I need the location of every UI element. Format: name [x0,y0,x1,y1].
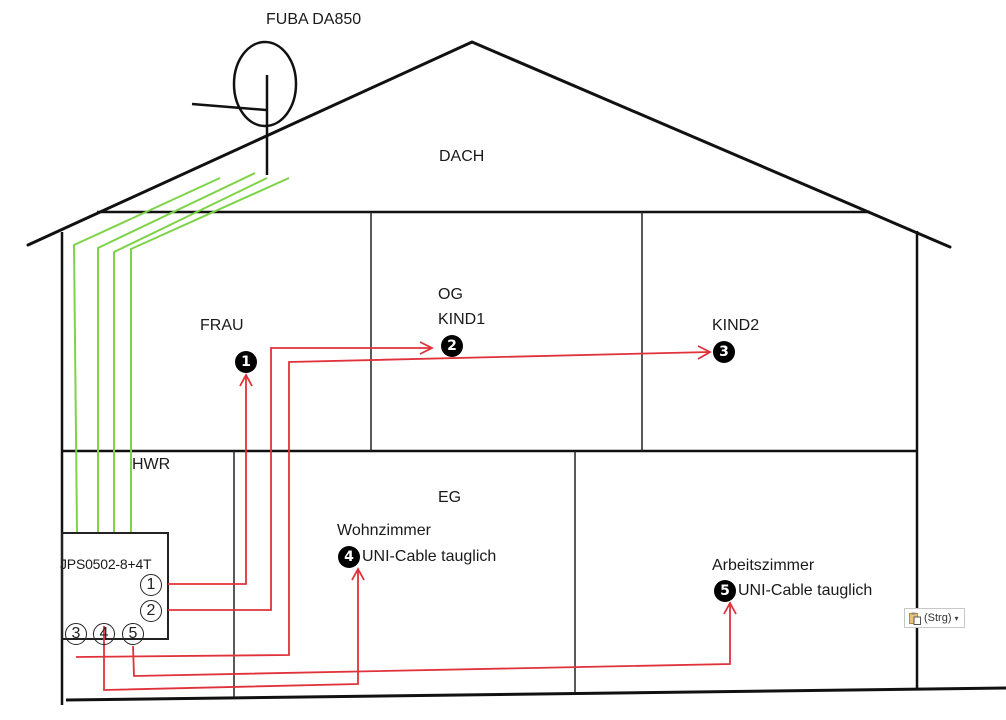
cable-to-outlet-4 [103,570,359,691]
chevron-down-icon: ▾ [954,613,959,623]
room-wohnzimmer-label: Wohnzimmer [337,522,431,539]
paste-options-label: (Strg) [924,612,952,624]
roof-outline [26,40,952,249]
ground-floor-label: EG [438,489,462,506]
roof-label: DACH [439,148,485,165]
room-kind1-label: KIND1 [438,311,486,328]
lnb-cables [72,172,290,533]
ground-line [65,686,1006,702]
antenna-lnb-arm [191,102,267,112]
upper-floor-label: OG [438,286,463,303]
outlet-cables [75,341,737,691]
outlet-badge-3: 3 [713,341,735,363]
switch-port-2: 2 [140,600,162,622]
switch-port-1: 1 [140,574,162,596]
outlet-badge-5: 5 [714,580,736,602]
satellite-antenna-icon [191,40,298,175]
room-kind2-label: KIND2 [712,317,760,334]
cable-to-outlet-4-arrow [351,567,365,581]
room-dividers [233,212,643,697]
lnb-cable-1 [72,177,221,533]
cable-to-outlet-2-arrow [419,341,435,355]
room-frau-label: FRAU [200,317,244,334]
roof [26,40,952,249]
switch-port-3: 3 [65,623,87,645]
switch-port-4: 4 [93,623,115,645]
cable-to-outlet-1-arrow [239,373,253,387]
cable-to-outlet-1 [168,376,247,585]
cable-to-outlet-2 [168,347,430,611]
antenna-label: FUBA DA850 [266,11,362,28]
house-walls [60,210,1006,705]
paste-options-button[interactable]: (Strg) ▾ [904,608,965,628]
clipboard-icon [909,612,921,625]
lnb-cable-4 [130,177,290,532]
arbeitszimmer-note: UNI-Cable tauglich [738,582,873,599]
cable-to-outlet-5 [132,604,731,677]
multiswitch-label: JPS0502-8+4T [60,556,152,572]
antenna-dish [232,40,298,128]
room-arbeitszimmer-label: Arbeitszimmer [712,557,815,574]
switch-port-5: 5 [122,623,144,645]
cable-to-outlet-5-arrow [723,601,737,615]
lnb-cable-2 [97,172,256,532]
outlet-badge-4: 4 [338,546,360,568]
wohnzimmer-note: UNI-Cable tauglich [362,548,497,565]
outlet-badge-1: 1 [235,351,257,373]
lnb-cable-3 [113,177,268,532]
cable-to-outlet-3-arrow [697,345,712,360]
cable-to-outlet-3 [75,351,711,658]
multiswitch-box [61,532,169,640]
outlet-badge-2: 2 [441,335,463,357]
room-hwr-label: HWR [132,456,171,473]
